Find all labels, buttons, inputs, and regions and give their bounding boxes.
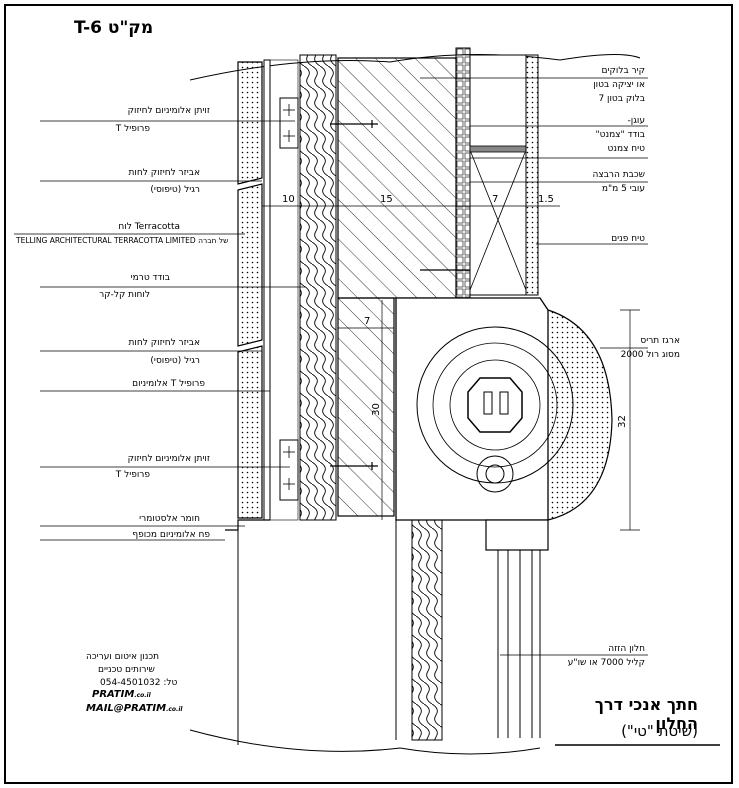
block-joint [469,145,527,153]
concrete-wall-lower [337,297,395,517]
label-terracotta-company: TELLING ARCHITECTURAL TERRACOTTA LIMITED… [16,236,229,245]
label-concrete-cast: או יציקה בטון [593,80,645,90]
dim-32: 32 [616,415,628,428]
label-thickness-5mm: עובי 5 מ"מ [601,184,645,194]
bracket-bottom [279,439,299,501]
label-concrete-block: בלוק בטון 7 [598,94,645,104]
label-cement-plaster: טיח צמנט [607,144,645,154]
bent-aluminium-sheet [225,519,270,531]
label-sliding-window: חלון הזזה [608,644,645,654]
anchor-bolts [330,120,470,470]
terracotta-panel-bottom [237,345,263,519]
cement-plaster-layer [455,47,471,299]
credit-phone: טל: 054-4501032 [100,678,178,688]
bracket-top [279,97,299,149]
air-gap-zone [269,59,299,521]
dimension-lines [262,205,640,531]
top-break-line [189,53,641,81]
shutter-box-curve [547,309,613,521]
label-aluminium-angle-top: זויתן אלומיניום לחיזוק [127,106,210,116]
drawing-code: T-6 מק"ט [74,18,154,38]
terracotta-panel-middle [237,183,263,347]
dim-10: 10 [282,194,295,205]
label-typical-top: רגיל (טיפוסי) [150,185,200,195]
label-t-profile-bottom: פרופיל T [115,470,150,480]
label-aluminium-t-profile: פרופיל T אלומיניום [132,379,205,389]
leader-lines-right [420,77,648,656]
label-terracotta-panel: Terracotta לוח [118,222,180,232]
window-frame [485,519,549,551]
label-cement-insulation: בודד "צמנט" [595,130,645,140]
shutter-axle [467,377,523,433]
thermal-insulation [299,54,337,521]
label-humidity-accessory-mid: אביזר לחיזוק לחות [128,338,200,348]
pulley-wheel [476,455,514,493]
credit-planning: תכנון איטום ועריכה [86,652,160,662]
label-klil-7000: קליל 7000 או שו"ע [567,658,645,668]
drawing-subtitle: (שיטת "טי") [621,722,698,740]
shutter-roll-mid [432,342,558,468]
label-roll-2000: מסוג רול 2000 [620,350,680,360]
label-shutter-box: ארגז תריס [640,336,680,346]
concrete-wall [337,57,457,299]
label-thermal-insulation: בודד טרמי [130,273,170,283]
label-humidity-accessory-top: אביזר לחיזוק לחות [128,168,200,178]
concrete-block [469,54,527,296]
label-kalkar-boards: לוחות קל-קר [99,290,150,300]
window-sill-reveal [411,519,443,741]
label-typical-mid: רגיל (טיפוסי) [150,356,200,366]
dim-7-top: 7 [492,194,499,205]
dim-30: 30 [370,403,382,416]
label-aluminium-angle-bottom: זויתן אלומיניום לחיזוק [127,454,210,464]
label-t-profile-top: פרופיל T [115,124,150,134]
bottom-break-line [189,729,541,755]
credit-services: שירותים טכניים [98,665,155,675]
label-anchor: עוגן- [627,116,646,126]
label-render-layer: שכבת הרבצה [592,170,646,180]
drawing-title: חתך אנכי דרך החלון [594,695,698,733]
dim-1-5: 1.5 [538,194,554,205]
pratim-logo: PRATIM.co.il [92,689,151,700]
terracotta-panel-top [237,61,263,185]
label-block-wall: קיר בלוקים [601,66,645,76]
dim-15: 15 [380,194,393,205]
label-bent-aluminium: פח אלומיניום מכופף [132,530,210,540]
label-elastomeric: חומר אלסטומרי [139,514,200,524]
interior-plaster [525,54,539,296]
aluminium-t-profile [263,59,271,521]
shutter-roll-inner [449,359,541,451]
credit-mail: MAIL@PRATIM.co.il [86,703,183,714]
drawing-frame [4,4,733,784]
dim-7-mid: 7 [364,316,371,327]
leader-lines-left [14,120,305,541]
label-interior-plaster: טיח פנים [611,234,645,244]
